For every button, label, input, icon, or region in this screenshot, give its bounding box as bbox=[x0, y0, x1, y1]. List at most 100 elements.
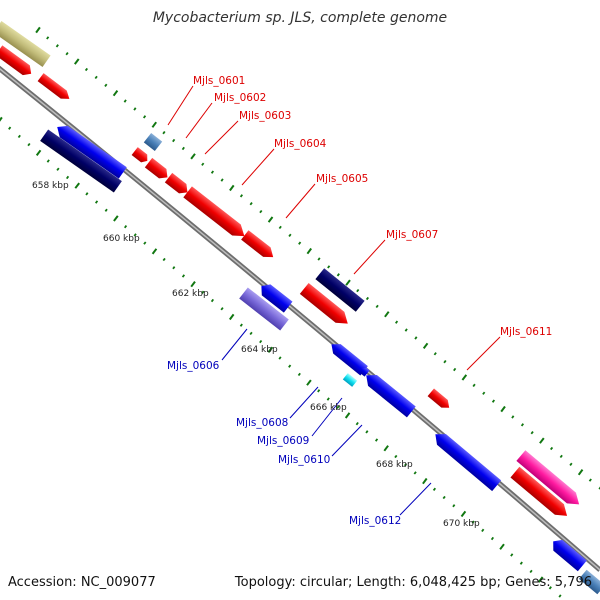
scale-label: 666 kbp bbox=[310, 403, 347, 413]
page-title: Mycobacterium sp. JLS, complete genome bbox=[153, 10, 447, 26]
gene-label-mjls-0605[interactable]: Mjls_0605 bbox=[316, 173, 368, 185]
gene-label-mjls-0603[interactable]: Mjls_0603 bbox=[239, 110, 291, 122]
tick-mark bbox=[190, 153, 196, 160]
tick-mark bbox=[499, 543, 505, 550]
gene-label-mjls-0601[interactable]: Mjls_0601 bbox=[193, 75, 245, 87]
tick-mark bbox=[519, 561, 523, 565]
tick-mark bbox=[278, 356, 282, 360]
tick-mark bbox=[336, 405, 340, 409]
tick-mark bbox=[267, 346, 274, 353]
tick-mark bbox=[123, 99, 127, 103]
tick-mark bbox=[375, 304, 379, 309]
tick-mark bbox=[259, 339, 263, 344]
tick-mark bbox=[228, 313, 235, 321]
tick-mark bbox=[85, 192, 89, 196]
tick-mark bbox=[432, 487, 437, 491]
tick-mark bbox=[539, 437, 545, 444]
tick-mark bbox=[84, 67, 89, 72]
tick-mark bbox=[327, 265, 331, 269]
tick-mark bbox=[142, 115, 147, 119]
scale-label: 662 kbp bbox=[172, 289, 209, 299]
gene-label-mjls-0609[interactable]: Mjls_0609 bbox=[257, 435, 309, 447]
forward-inner-genes bbox=[0, 45, 568, 516]
tick-mark bbox=[74, 58, 80, 65]
tick-mark bbox=[559, 454, 563, 459]
tick-mark bbox=[356, 288, 360, 293]
scale-label: 668 kbp bbox=[376, 460, 413, 470]
tick-mark bbox=[453, 367, 457, 372]
tick-mark bbox=[404, 328, 408, 332]
gene-label-mjls-0606[interactable]: Mjls_0606 bbox=[167, 360, 220, 372]
genome-backbone-highlight bbox=[0, 68, 600, 571]
tick-mark bbox=[220, 307, 224, 311]
gene-label-mjls-0604[interactable]: Mjls_0604 bbox=[274, 138, 327, 150]
tick-mark bbox=[336, 273, 340, 277]
tick-mark bbox=[172, 266, 176, 270]
tick-mark bbox=[383, 445, 389, 452]
gene-label-mjls-0611[interactable]: Mjls_0611 bbox=[500, 326, 552, 338]
tick-mark bbox=[510, 553, 514, 557]
gene-label-mjls-0610[interactable]: Mjls_0610 bbox=[278, 454, 330, 466]
tick-mark bbox=[317, 257, 321, 261]
tick-mark bbox=[104, 83, 108, 87]
tick-mark bbox=[220, 178, 224, 182]
tick-mark bbox=[558, 594, 562, 598]
tick-mark bbox=[123, 225, 128, 229]
tick-mark bbox=[298, 241, 302, 245]
tick-mark bbox=[35, 149, 42, 156]
gene-label-mjls-0612[interactable]: Mjls_0612 bbox=[349, 515, 401, 527]
tick-mark bbox=[229, 184, 235, 192]
tick-mark bbox=[0, 116, 3, 122]
tick-mark bbox=[317, 389, 321, 393]
tick-mark bbox=[598, 486, 600, 490]
genome-summary-text: Topology: circular; Length: 6,048,425 bp… bbox=[234, 575, 592, 590]
tick-mark bbox=[537, 576, 544, 583]
tick-mark bbox=[259, 209, 263, 214]
reverse-outer-genes bbox=[40, 125, 600, 595]
tick-mark bbox=[35, 26, 41, 34]
tick-mark bbox=[74, 182, 80, 189]
tick-mark bbox=[422, 477, 428, 485]
reverse-gene-labels: Mjls_0606 Mjls_0608 Mjls_0609 Mjls_0610 … bbox=[167, 360, 401, 527]
tick-mark bbox=[172, 138, 176, 143]
tick-mark bbox=[413, 471, 417, 475]
tick-mark bbox=[461, 374, 468, 381]
tick-mark bbox=[460, 510, 467, 518]
tick-mark bbox=[27, 142, 31, 147]
tick-mark bbox=[588, 478, 592, 482]
tick-mark bbox=[394, 320, 399, 324]
tick-mark bbox=[288, 233, 292, 237]
gene-olive bbox=[0, 21, 51, 67]
tick-mark bbox=[422, 342, 429, 349]
label-leader-lines bbox=[167, 85, 501, 516]
tick-mark bbox=[433, 352, 437, 356]
tick-mark bbox=[181, 146, 185, 151]
tick-mark bbox=[365, 430, 369, 434]
tick-mark bbox=[577, 469, 584, 476]
tick-mark bbox=[162, 130, 166, 135]
gene-label-mjls-0602[interactable]: Mjls_0602 bbox=[214, 92, 266, 104]
tick-mark bbox=[249, 202, 253, 206]
tick-mark bbox=[201, 162, 205, 166]
tick-mark bbox=[17, 134, 21, 139]
reverse-inner-genes bbox=[261, 284, 587, 572]
gene-arrow bbox=[315, 268, 365, 312]
tick-mark bbox=[151, 248, 158, 255]
tick-mark bbox=[151, 121, 158, 128]
tick-mark bbox=[46, 159, 50, 163]
tick-mark bbox=[326, 397, 330, 401]
tick-mark bbox=[133, 107, 137, 111]
scale-label: 658 kbp bbox=[32, 181, 69, 191]
tick-mark bbox=[181, 274, 186, 278]
tick-mark bbox=[530, 431, 534, 435]
gene-label-mjls-0608[interactable]: Mjls_0608 bbox=[236, 417, 288, 429]
tick-mark bbox=[345, 279, 351, 286]
tick-mark bbox=[500, 405, 506, 413]
scale-label: 660 kbp bbox=[103, 234, 140, 244]
tick-mark bbox=[288, 364, 292, 368]
tick-mark bbox=[529, 569, 533, 574]
tick-mark bbox=[481, 528, 485, 533]
tick-mark bbox=[548, 586, 552, 590]
gene-label-mjls-0607[interactable]: Mjls_0607 bbox=[386, 229, 438, 241]
